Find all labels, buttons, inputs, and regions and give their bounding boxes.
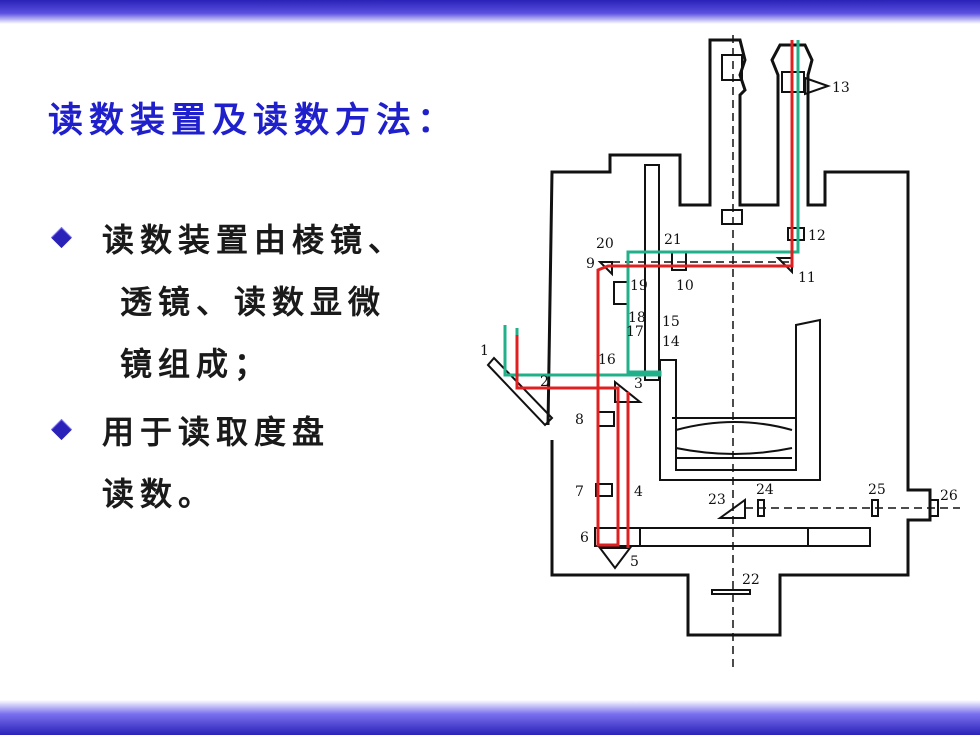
label-21: 21 [664,232,682,248]
label-16: 16 [598,352,616,368]
red-light-path [515,40,794,547]
bullet-line: 透镜、读数显微 [120,283,387,321]
lens-8 [597,411,615,427]
objective-lens-group [672,417,796,459]
theodolite-reading-system-diagram: 1 2 3 4 5 6 7 8 9 10 11 12 13 14 15 16 1… [480,35,960,670]
lens-12 [787,227,805,241]
bottom-gradient-band [0,700,980,735]
label-24: 24 [756,482,774,498]
label-26: 26 [940,488,958,504]
diamond-bullet-icon [50,226,73,249]
diamond-bullet-icon [50,418,73,441]
top-gradient-band [0,0,980,24]
lens-19 [613,281,629,305]
green-light-path [503,40,800,377]
label-11: 11 [798,270,816,286]
label-9: 9 [586,256,595,272]
label-13: 13 [832,80,850,96]
label-4: 4 [634,484,643,500]
mirror-1 [486,356,554,427]
bullet-line: 用于读取度盘 [102,413,331,451]
label-19: 19 [630,278,648,294]
label-8: 8 [575,412,584,428]
slide-title: 读数装置及读数方法： [48,100,459,141]
label-3: 3 [634,376,643,392]
label-17: 17 [626,324,644,340]
label-25: 25 [868,482,886,498]
label-20: 20 [596,236,614,252]
label-18: 18 [628,310,646,326]
label-14: 14 [662,334,680,350]
label-10: 10 [676,278,694,294]
label-22: 22 [742,572,760,588]
horizontal-circle-housing [659,318,821,481]
bullet-item: 用于读取度盘 读数。 [48,402,448,526]
label-15: 15 [662,314,680,330]
bullet-line: 读数装置由棱镜、 [102,221,407,259]
bullet-item: 读数装置由棱镜、 透镜、读数显微 镜组成； [48,210,448,396]
label-7: 7 [575,484,584,500]
central-column [644,164,660,381]
bullet-list: 读数装置由棱镜、 透镜、读数显微 镜组成； 用于读取度盘 读数。 [48,210,448,526]
label-12: 12 [808,228,826,244]
label-1: 1 [480,343,489,359]
label-5: 5 [630,554,639,570]
label-2: 2 [540,374,549,390]
label-23: 23 [708,492,726,508]
lens-7 [595,483,613,497]
bullet-line: 镜组成； [120,345,273,383]
label-6: 6 [580,530,589,546]
bullet-line: 读数。 [102,475,217,513]
prism-5 [598,547,632,570]
